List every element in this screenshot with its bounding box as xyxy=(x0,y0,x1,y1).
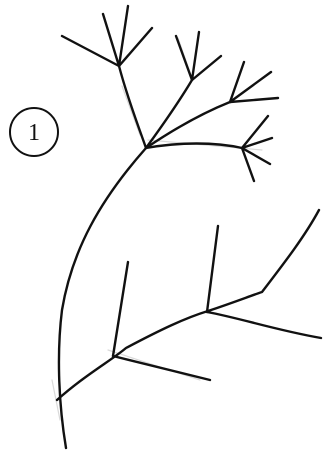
twig-tip xyxy=(176,36,192,80)
lower-branch-shoot xyxy=(207,312,321,338)
branch-drawing xyxy=(57,6,321,448)
lower-branch-shoot xyxy=(207,226,218,312)
main-trunk xyxy=(59,148,146,448)
upper-right-twig xyxy=(146,102,230,148)
lower-branch xyxy=(57,210,319,400)
twig-tip xyxy=(192,32,199,80)
pencil-guides xyxy=(52,38,262,420)
lower-branch-shoot xyxy=(113,262,128,356)
figure-label: 1 xyxy=(10,108,58,156)
upper-middle-twig xyxy=(146,80,192,148)
lower-branch-shoot xyxy=(113,356,210,380)
upper-left-twig xyxy=(119,66,146,148)
twig-tip xyxy=(230,98,278,102)
figure-label-text: 1 xyxy=(28,120,40,146)
twig-tip xyxy=(192,56,221,80)
